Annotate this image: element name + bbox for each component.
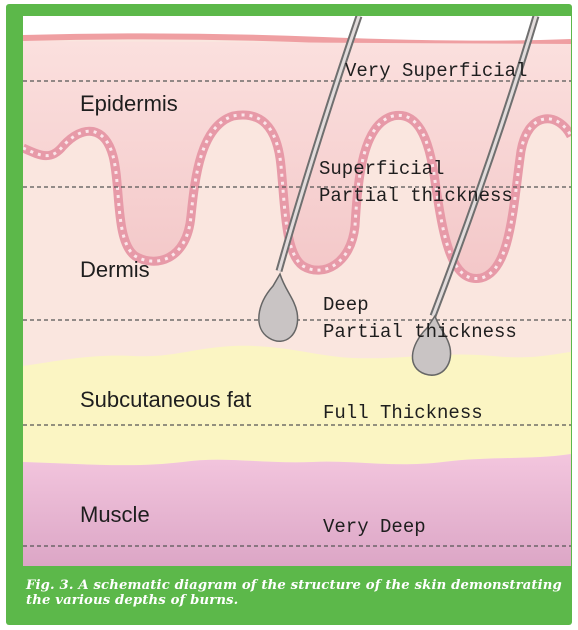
figure-frame: Epidermis Dermis Subcutaneous fat Muscle… (6, 4, 572, 625)
label-superficial-partial: Partial thickness (319, 185, 513, 207)
label-muscle: Muscle (80, 502, 150, 527)
label-very-deep: Very Deep (323, 516, 426, 538)
label-epidermis: Epidermis (80, 91, 178, 116)
label-superficial: Superficial (319, 158, 444, 180)
label-deep-partial: Partial thickness (323, 321, 517, 343)
skin-diagram: Epidermis Dermis Subcutaneous fat Muscle… (23, 16, 571, 566)
label-dermis: Dermis (80, 257, 150, 282)
label-subcutaneous-fat: Subcutaneous fat (80, 387, 251, 412)
label-very-superficial: Very Superficial (345, 60, 527, 82)
figure-caption: Fig. 3. A schematic diagram of the struc… (26, 578, 566, 608)
label-full-thickness: Full Thickness (323, 402, 483, 424)
label-deep: Deep (323, 294, 369, 316)
